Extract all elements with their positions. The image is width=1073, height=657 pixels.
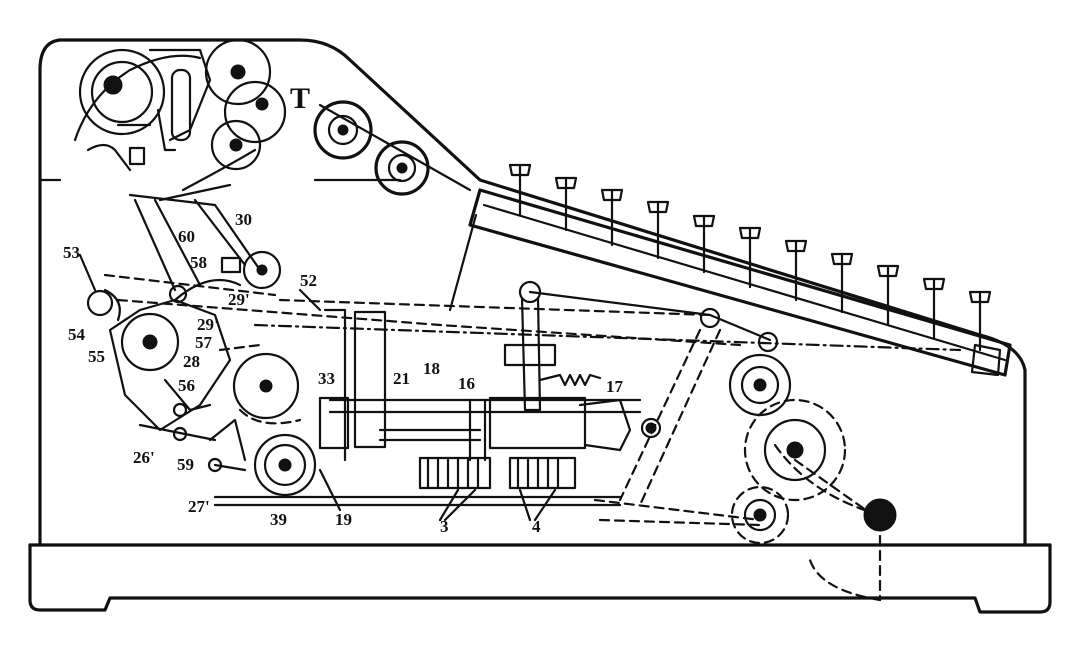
label-33: 33 (318, 369, 335, 388)
part-labels: 53 54 55 60 58 30 29' 29' 57 28 56 26' 5… (63, 210, 624, 536)
left-mechanism (86, 278, 247, 473)
label-27-prime: 27' (188, 497, 210, 516)
t-lever: T (290, 82, 310, 115)
label-55: 55 (88, 347, 105, 366)
label-59: 59 (177, 455, 194, 474)
leader-lines (78, 253, 557, 522)
label-56: 56 (178, 376, 195, 395)
key-stems (508, 163, 992, 352)
upper-gear-train (73, 38, 287, 202)
label-39: 39 (270, 510, 287, 529)
label-19: 19 (335, 510, 352, 529)
label-57: 57 (195, 333, 213, 352)
label-21: 21 (393, 369, 410, 388)
label-3: 3 (440, 517, 449, 536)
right-wheels (699, 307, 897, 545)
keyboard (448, 163, 1012, 377)
label-t: T (290, 82, 310, 115)
label-53: 53 (63, 243, 80, 262)
label-29-prime-upper: 29' (228, 290, 250, 309)
linkage-30-60 (128, 193, 282, 292)
label-18: 18 (423, 359, 440, 378)
dashed-linkages (103, 273, 962, 602)
center-drum-assembly (213, 308, 662, 507)
label-54: 54 (68, 325, 86, 344)
label-29-prime-lower: 29' (197, 315, 219, 334)
label-58: 58 (190, 253, 207, 272)
label-17: 17 (606, 377, 624, 396)
central-lever (503, 280, 772, 412)
machine-casing (28, 38, 1052, 614)
label-60: 60 (178, 227, 195, 246)
label-30: 30 (235, 210, 252, 229)
label-52: 52 (300, 271, 317, 290)
label-4: 4 (532, 517, 541, 536)
label-26-prime: 26' (133, 448, 155, 467)
feed-rollers (313, 100, 472, 196)
label-28: 28 (183, 352, 200, 371)
label-16: 16 (458, 374, 475, 393)
